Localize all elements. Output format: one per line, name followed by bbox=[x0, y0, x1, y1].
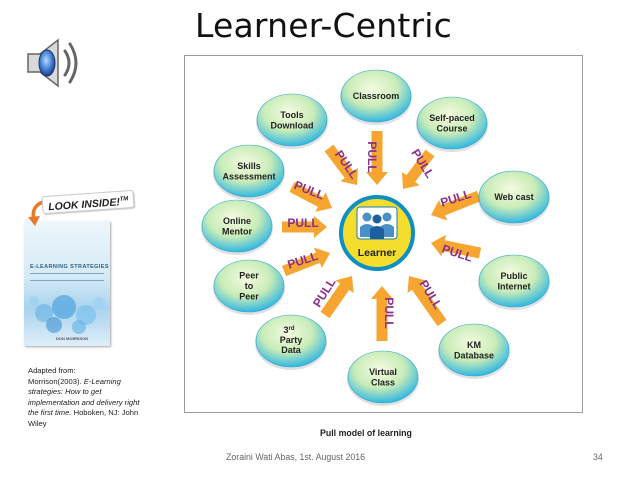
node-bubble bbox=[213, 259, 285, 313]
node-bubble bbox=[201, 199, 273, 253]
pull-label-public-internet: PULL bbox=[440, 242, 474, 265]
book-cover-author: DON MORRISON bbox=[56, 336, 88, 341]
pull-arrow-tools-download bbox=[324, 144, 358, 185]
learner-label: Learner bbox=[358, 247, 397, 259]
look-inside-label: LOOK INSIDE! bbox=[47, 196, 121, 214]
node-bubble bbox=[416, 96, 488, 150]
node-web-cast: Web cast bbox=[478, 170, 550, 226]
book-cover: E-LEARNING STRATEGIES DON MORRISON bbox=[24, 221, 110, 346]
node-bubble bbox=[478, 254, 550, 308]
pull-arrow-km-database bbox=[407, 276, 447, 327]
learner-center: Learner bbox=[339, 195, 415, 271]
page-number: 34 bbox=[593, 452, 603, 462]
pull-arrow-public-internet bbox=[431, 234, 482, 259]
citation-intro: Adapted from: bbox=[28, 366, 76, 375]
pull-arrow-virtual-class bbox=[371, 286, 393, 341]
speaker-icon[interactable] bbox=[20, 34, 80, 92]
people-group-icon bbox=[356, 206, 398, 240]
citation-author: Morrison(2003). bbox=[28, 376, 82, 386]
citation-publisher: Hoboken, NJ: John Wiley bbox=[28, 408, 139, 428]
pull-label-classroom: PULL bbox=[365, 141, 379, 172]
pull-arrow-web-cast bbox=[431, 190, 482, 221]
pull-arrows bbox=[281, 131, 482, 341]
book-cover-title: E-LEARNING STRATEGIES bbox=[30, 264, 109, 270]
pull-arrow-self-paced-course bbox=[402, 149, 435, 189]
pull-arrow-peer-to-peer bbox=[281, 247, 330, 277]
node-bubble bbox=[347, 350, 419, 404]
pull-label-online-mentor: PULL bbox=[287, 216, 318, 230]
slide-footer: Zoraini Wati Abas, 1st. August 2016 bbox=[226, 452, 366, 462]
book-cover-image: E-LEARNING STRATEGIES DON MORRISON LOOK … bbox=[22, 189, 138, 353]
pull-arrow-third-party-data bbox=[320, 276, 354, 319]
book-cover-rule bbox=[30, 273, 104, 281]
node-bubble bbox=[438, 323, 510, 377]
node-bubble bbox=[256, 93, 328, 147]
node-classroom: Classroom bbox=[340, 69, 412, 125]
diagram-caption: Pull model of learning bbox=[320, 428, 412, 438]
node-bubble bbox=[478, 170, 550, 224]
pull-arrow-skills-assessment bbox=[289, 182, 332, 212]
citation: Adapted from: Morrison(2003). E-Learning… bbox=[28, 366, 146, 430]
node-bubble bbox=[340, 69, 412, 123]
node-label-classroom: Classroom bbox=[353, 91, 400, 101]
node-label-web-cast: Web cast bbox=[494, 192, 533, 202]
node-bubble bbox=[213, 144, 285, 198]
pull-arrow-classroom bbox=[366, 131, 388, 185]
water-splash-graphic bbox=[29, 295, 105, 334]
node-bubble bbox=[255, 314, 327, 368]
slide-title: Learner-Centric bbox=[195, 6, 452, 45]
pull-label-virtual-class: PULL bbox=[382, 297, 396, 328]
pull-arrow-online-mentor bbox=[282, 216, 327, 238]
look-inside-badge[interactable]: LOOK INSIDE!TM bbox=[41, 189, 135, 215]
citation-title: E-Learning strategies: How to get implem… bbox=[28, 376, 140, 418]
trademark-label: TM bbox=[119, 196, 129, 203]
